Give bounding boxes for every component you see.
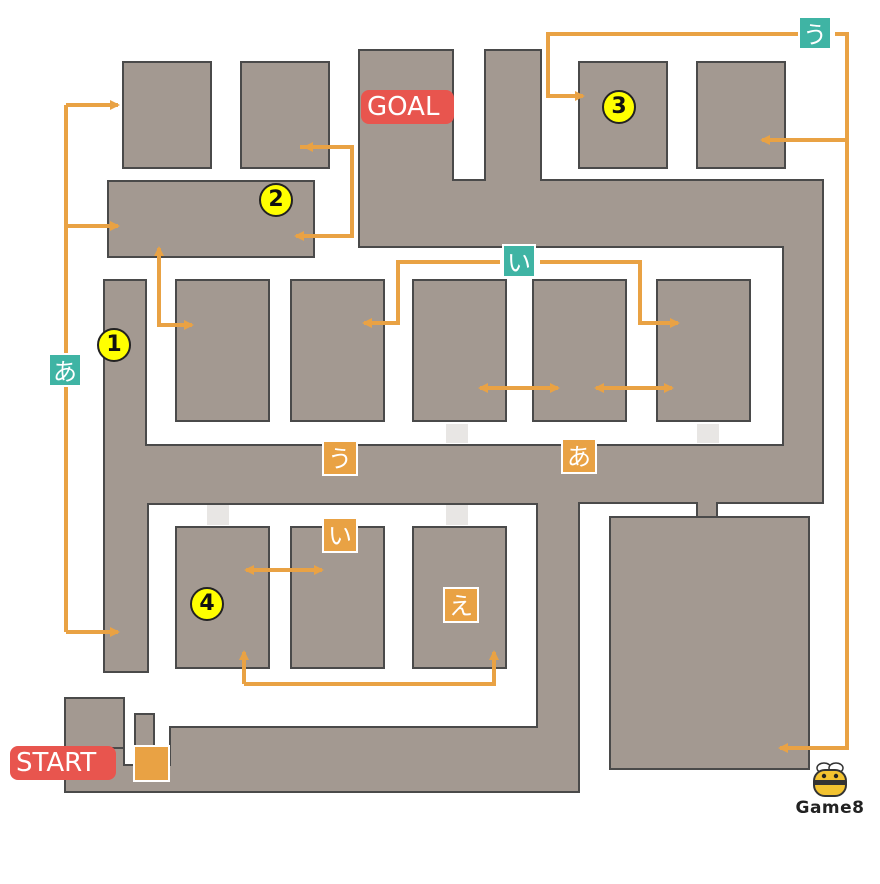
- room-mid-5: [656, 279, 751, 422]
- logo-text: Game8: [795, 798, 865, 818]
- teal-tag-i: い: [502, 244, 536, 278]
- arrow-bottom-u-line: [244, 650, 499, 686]
- teal-tag-u: う: [798, 16, 832, 50]
- marker-4: 4: [190, 587, 224, 621]
- marker-1: 1: [97, 328, 131, 362]
- orange-tag-u: う: [322, 440, 358, 476]
- orange-tag-e: え: [443, 587, 479, 623]
- room-top-4: [696, 61, 786, 169]
- room-mid-4: [532, 279, 627, 422]
- arrow-i-right: [540, 260, 680, 328]
- room-top-2: [240, 61, 330, 169]
- arrow-i-left: [362, 260, 500, 328]
- orange-tag-a: あ: [561, 438, 597, 474]
- game8-logo: Game8: [780, 758, 880, 818]
- door-gaps: [207, 424, 719, 525]
- room-mid-1: [175, 279, 270, 422]
- orange-tag-i: い: [322, 517, 358, 553]
- marker-3: 3: [602, 90, 636, 124]
- start-marker: [133, 745, 170, 782]
- route-arrows: [64, 32, 849, 753]
- teal-tag-a: あ: [48, 353, 82, 387]
- room-mid-2: [290, 279, 385, 422]
- start-stub-1: [64, 697, 125, 749]
- goal-label: GOAL: [361, 90, 454, 124]
- room-top-1: [122, 61, 212, 169]
- start-label: START: [10, 746, 116, 780]
- arrow-right-main: [778, 32, 849, 753]
- corridor-network: [64, 49, 824, 793]
- start-stub-2: [134, 713, 155, 749]
- bee-icon: [813, 762, 847, 797]
- room-big: [609, 516, 810, 770]
- room-mid-3: [412, 279, 507, 422]
- arrow-top-u: [546, 32, 800, 101]
- marker-2: 2: [259, 183, 293, 217]
